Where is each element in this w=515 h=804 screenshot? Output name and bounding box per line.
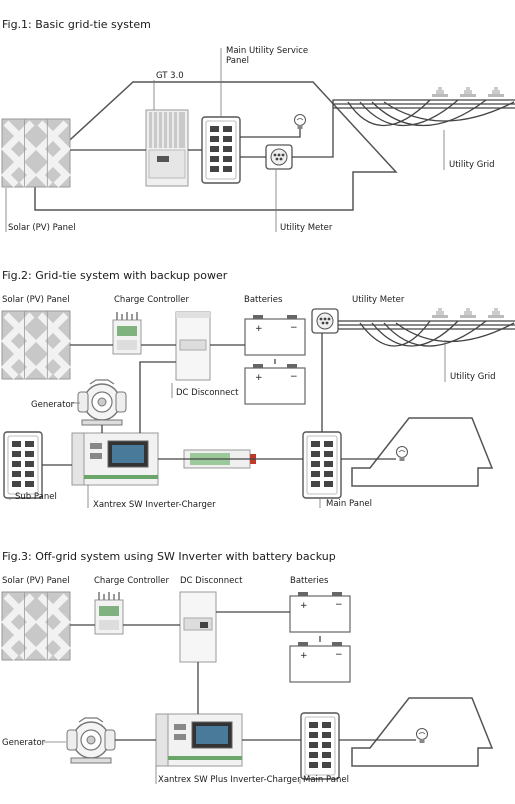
fig3-batteries-label: Batteries [290, 576, 329, 586]
fig2-sub-panel-label: Sub Panel [15, 492, 57, 502]
fig2-inverter-label: Xantrex SW Inverter-Charger [93, 500, 216, 510]
fig2-charge-label: Charge Controller [114, 295, 190, 305]
fig2-charge-controller [112, 311, 142, 355]
fig2-batteries-label: Batteries [244, 295, 283, 305]
fig1-main-utility-service-panel [201, 116, 241, 184]
fig3-inverter-charger [155, 713, 243, 767]
fig2-grid-label: Utility Grid [450, 372, 496, 382]
fig2-utility-grid [338, 307, 515, 347]
fig3-main-panel-label: Main Panel [303, 775, 349, 785]
fig1-wire-meter-grid [292, 99, 515, 158]
fig3-main-panel [300, 712, 340, 780]
fig3-dc-disconnect [179, 591, 217, 663]
fig3-charge-controller [94, 591, 124, 635]
fig2-house [351, 417, 494, 487]
fig3-generator-label: Generator [2, 738, 46, 748]
fig2-battery-bottom [244, 363, 306, 405]
fig3-battery-bottom [289, 641, 351, 683]
fig1-gt-inverter [145, 109, 189, 187]
fig2-generator-label: Generator [31, 400, 75, 410]
fig1-main-panel-label-line2: Panel [226, 56, 249, 66]
fig1-solar-panel [2, 119, 70, 187]
fig3-solar-label: Solar (PV) Panel [2, 576, 70, 586]
fig2-title: Fig.2: Grid-tie system with backup power [2, 269, 228, 282]
fig1-wire-panel-bulb [240, 129, 301, 138]
fig2-generator [77, 379, 127, 426]
fig2-utility-meter [311, 308, 339, 334]
fig1-gt-label: GT 3.0 [156, 71, 184, 81]
fig2-main-panel-label: Main Panel [326, 499, 372, 509]
fig1-solar-label: Solar (PV) Panel [8, 223, 76, 233]
fig1-title: Fig.1: Basic grid-tie system [2, 18, 151, 31]
fig1-grid-label: Utility Grid [449, 160, 495, 170]
fig2-solar-label: Solar (PV) Panel [2, 295, 70, 305]
fig2-dc-disconnect [175, 311, 211, 381]
fig3-battery-top [289, 591, 351, 633]
fig2-sub-panel [3, 431, 43, 499]
fig1-utility-grid [333, 86, 515, 127]
fig2-meter-label: Utility Meter [352, 295, 405, 305]
fig3-title: Fig.3: Off-grid system using SW Inverter… [2, 550, 336, 563]
fig2-inverter-charger [71, 432, 159, 486]
fig3-solar-panel [2, 592, 70, 660]
fig1-utility-meter [265, 144, 293, 170]
fig3-charge-label: Charge Controller [94, 576, 170, 586]
fig3-inverter-label: Xantrex SW Plus Inverter-Charger [158, 775, 301, 785]
fig2-dc-disconnect-label: DC Disconnect [176, 388, 239, 398]
fig1-main-panel-label-line1: Main Utility Service [226, 46, 308, 56]
fig2-main-panel [302, 431, 342, 499]
fig3-dc-disconnect-label: DC Disconnect [180, 576, 243, 586]
fig2-battery-top [244, 314, 306, 356]
fig3-generator [66, 717, 116, 764]
fig2-solar-panel [2, 311, 70, 379]
fig1-meter-label: Utility Meter [280, 223, 333, 233]
fig2-wire-dc-inverter [139, 361, 176, 433]
